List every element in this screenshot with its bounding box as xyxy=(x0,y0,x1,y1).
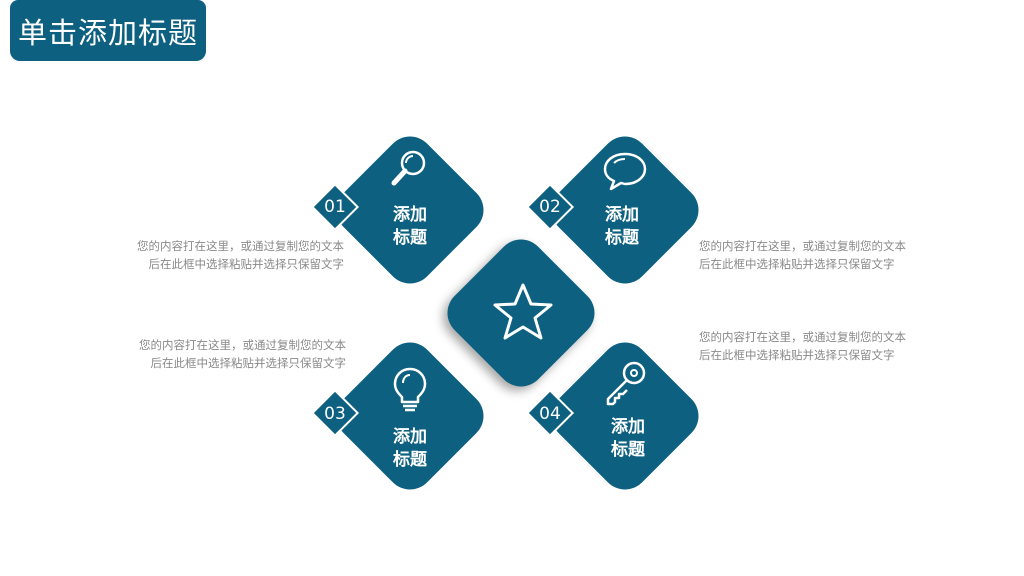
page-title: 单击添加标题 xyxy=(10,0,206,61)
description-top-right: 您的内容打在这里，或通过复制您的文本 后在此框中选择粘贴并选择只保留文字 xyxy=(699,237,969,273)
card-02-number: 02 xyxy=(539,197,561,217)
card-01-title-line1: 添加 xyxy=(393,205,427,225)
card-01-number: 01 xyxy=(324,197,346,217)
description-line: 您的内容打在这里，或通过复制您的文本 xyxy=(137,239,344,253)
card-03-title: 添加 标题 xyxy=(380,426,440,472)
description-line: 后在此框中选择粘贴并选择只保留文字 xyxy=(150,356,347,370)
page-title-text: 单击添加标题 xyxy=(17,15,198,50)
card-01-title: 添加 标题 xyxy=(380,204,440,250)
lightbulb-icon xyxy=(393,367,427,412)
key-icon xyxy=(606,361,646,406)
description-line: 后在此框中选择粘贴并选择只保留文字 xyxy=(699,348,895,362)
card-04-number: 04 xyxy=(539,404,561,424)
description-bottom-right: 您的内容打在这里，或通过复制您的文本 后在此框中选择粘贴并选择只保留文字 xyxy=(699,328,969,364)
card-03-title-line1: 添加 xyxy=(393,427,427,447)
card-02-title: 添加 标题 xyxy=(592,204,652,250)
card-02-title-line2: 标题 xyxy=(605,228,639,248)
card-04-title: 添加 标题 xyxy=(598,416,658,462)
speech-bubble-icon xyxy=(603,152,647,191)
card-03-title-line2: 标题 xyxy=(393,450,427,470)
card-04-title-line1: 添加 xyxy=(611,417,645,437)
description-line: 后在此框中选择粘贴并选择只保留文字 xyxy=(148,257,345,271)
search-icon xyxy=(391,150,426,186)
card-02-title-line1: 添加 xyxy=(605,205,639,225)
description-line: 您的内容打在这里，或通过复制您的文本 xyxy=(699,239,906,253)
description-bottom-left: 您的内容打在这里，或通过复制您的文本 后在此框中选择粘贴并选择只保留文字 xyxy=(76,336,346,372)
description-line: 您的内容打在这里，或通过复制您的文本 xyxy=(699,330,906,344)
description-top-left: 您的内容打在这里，或通过复制您的文本 后在此框中选择粘贴并选择只保留文字 xyxy=(74,237,344,273)
description-line: 您的内容打在这里，或通过复制您的文本 xyxy=(139,338,346,352)
card-01-title-line2: 标题 xyxy=(393,228,427,248)
card-03-number: 03 xyxy=(324,404,346,424)
card-04-title-line2: 标题 xyxy=(611,440,645,460)
description-line: 后在此框中选择粘贴并选择只保留文字 xyxy=(699,257,895,271)
star-icon xyxy=(493,283,553,340)
